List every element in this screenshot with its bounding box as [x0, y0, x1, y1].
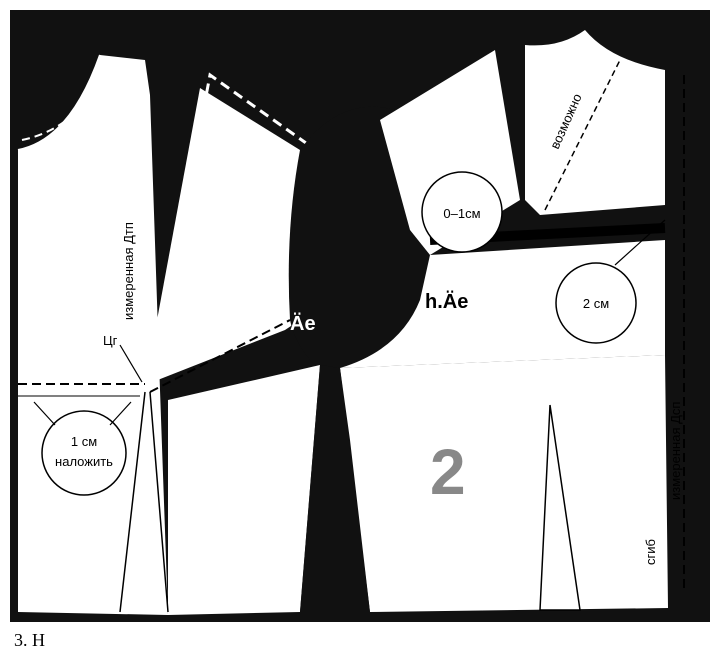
two-cm-callout [555, 262, 637, 344]
overlap-arrow-right [109, 401, 132, 426]
back-yoke-right [525, 30, 665, 215]
piece-number: 2 [430, 436, 466, 508]
waist-label: Цг [103, 333, 118, 348]
figure-caption: 3. Н [14, 630, 45, 650]
fold-label: сгиб [643, 539, 658, 565]
armhole-dashed [149, 319, 291, 393]
waist-pointer [119, 344, 143, 383]
front-neckline-dashed [21, 64, 109, 141]
armhole-front-label: Äe [290, 312, 316, 335]
range-label: 0–1см [443, 206, 480, 221]
two-cm-label: 2 см [583, 296, 609, 311]
back-dart [539, 404, 581, 611]
overlap-label-2: наложить [55, 454, 113, 469]
armhole-back-label: h.Äe [425, 290, 468, 313]
center-lower-body [168, 365, 320, 615]
center-dart [300, 365, 370, 612]
two-cm-arrow [614, 219, 666, 266]
range-callout [421, 171, 503, 253]
dart-edge [148, 72, 331, 393]
front-dart-lines [119, 391, 169, 613]
back-dashed-diagonal [544, 59, 621, 211]
measured-front-label: измеренная Дтп [121, 222, 136, 320]
overlap-callout [41, 410, 127, 496]
measured-back-label: измеренная Дсп [668, 402, 683, 500]
overlap-arrow-left [33, 401, 56, 426]
back-lower-body [340, 355, 668, 612]
front-side-panel [145, 88, 300, 385]
overlap-label-1: 1 см [71, 434, 97, 449]
